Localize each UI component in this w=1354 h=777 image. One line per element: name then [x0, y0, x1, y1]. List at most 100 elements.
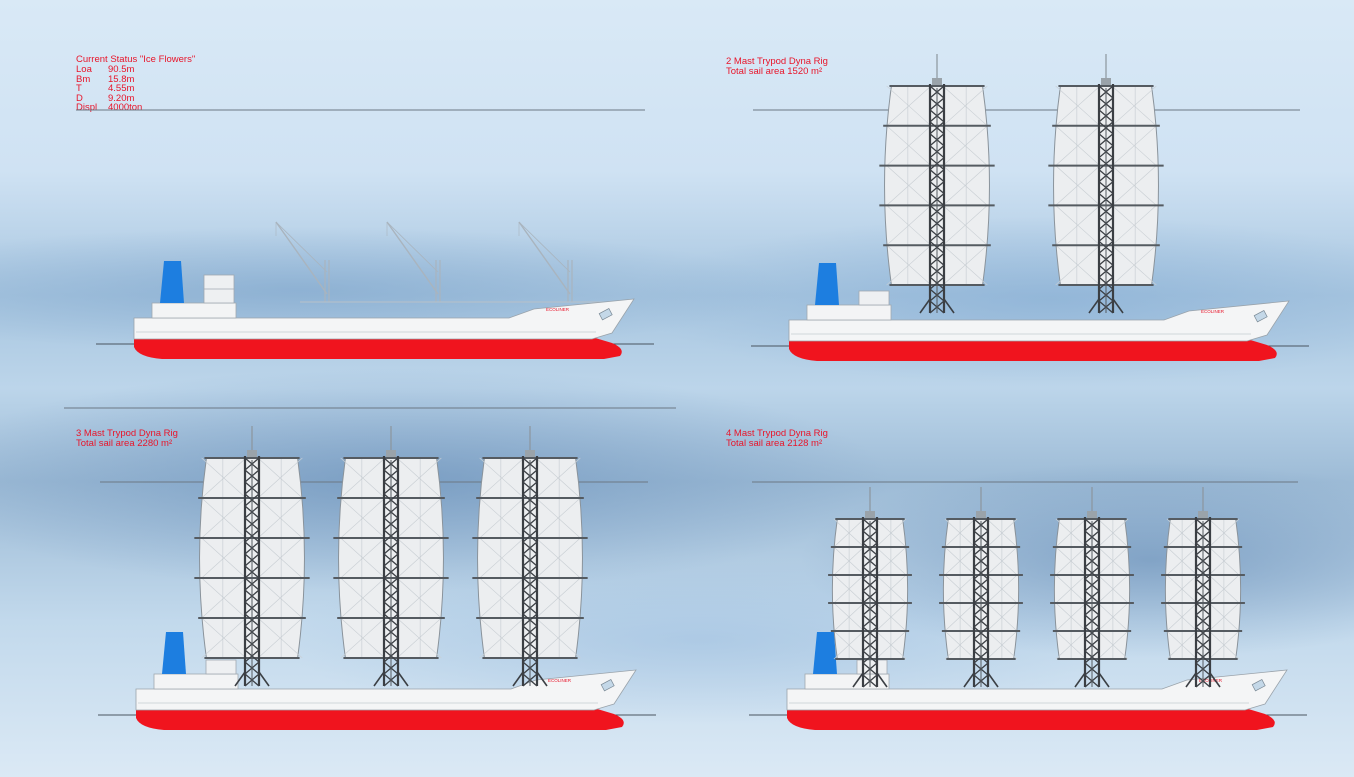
sail-seam — [340, 617, 386, 659]
sail-seam — [535, 457, 581, 499]
bow-window — [1253, 310, 1268, 323]
crane-jib — [386, 221, 439, 295]
ship: ECOLINER — [98, 632, 656, 730]
sail — [1048, 54, 1164, 314]
bow-window — [1251, 679, 1266, 692]
sail-seam — [396, 577, 442, 619]
sail — [194, 426, 310, 687]
panel-four-mast: ECOLINER — [749, 487, 1307, 730]
ship: ECOLINER — [751, 263, 1309, 361]
bridge-block — [205, 659, 237, 675]
crane — [386, 221, 441, 302]
tripod-foot — [852, 672, 864, 688]
sail-seam — [396, 457, 442, 499]
panel-two-mast: ECOLINER — [751, 54, 1309, 361]
sail-seam — [1055, 244, 1101, 286]
sail — [472, 426, 588, 687]
sail-seam — [479, 537, 525, 579]
mast-cap — [1087, 511, 1097, 519]
tripod-foot — [919, 298, 931, 314]
panel-three-mast: ECOLINER — [98, 426, 656, 730]
panel-2-subtitle: Total sail area 1520 m² — [726, 66, 823, 77]
ship-name-label: ECOLINER — [1201, 309, 1225, 314]
crane-jib — [275, 221, 328, 295]
panel-3-title: 3 Mast Trypod Dyna Rig — [76, 428, 178, 439]
sail-seam — [942, 85, 988, 127]
hull-lower — [136, 708, 624, 730]
sail-seam — [1111, 125, 1157, 166]
sail-seam — [201, 577, 247, 619]
superstructure-base — [806, 304, 892, 321]
sail-seam — [1111, 85, 1157, 127]
sail-seam — [479, 577, 525, 619]
tripod-foot — [963, 672, 975, 688]
hull-upper — [788, 300, 1290, 342]
tripod-foot — [1098, 672, 1110, 688]
tripod-foot — [987, 672, 999, 688]
hull-lower — [787, 708, 1275, 730]
ship: ECOLINER — [96, 261, 654, 359]
mast-cap — [932, 78, 942, 86]
ship: ECOLINER — [749, 632, 1307, 730]
sail-seam — [886, 85, 932, 127]
sail-seam — [886, 125, 932, 166]
sail-seam — [535, 577, 581, 619]
sail-seam — [942, 205, 988, 246]
sail-seam — [942, 244, 988, 286]
funnel — [162, 632, 186, 674]
sail — [1161, 487, 1245, 688]
sail-seam — [201, 617, 247, 659]
sail-seam — [942, 165, 988, 206]
sail-seam — [886, 244, 932, 286]
sail-seam — [535, 537, 581, 579]
sail-seam — [479, 457, 525, 499]
sail-seam — [1111, 244, 1157, 286]
sail-seam — [479, 497, 525, 539]
mast-cap — [976, 511, 986, 519]
sail — [1050, 487, 1134, 688]
tripod-foot — [876, 672, 888, 688]
hull-upper — [135, 669, 637, 711]
hull-lower — [134, 337, 622, 359]
hull-lower — [789, 339, 1277, 361]
sail-seam — [340, 457, 386, 499]
crane-jib — [275, 221, 328, 273]
crane-jib — [518, 221, 571, 273]
sail-seam — [942, 125, 988, 166]
sail-seam — [1111, 205, 1157, 246]
sail-seam — [1055, 205, 1101, 246]
sail — [939, 487, 1023, 688]
crane — [518, 221, 573, 302]
tripod-foot — [1209, 672, 1221, 688]
sail — [879, 54, 995, 314]
superstructure-base — [804, 673, 890, 690]
mast-cap — [1101, 78, 1111, 86]
bow-window — [600, 679, 615, 692]
tripod-foot — [373, 671, 385, 687]
tripod-foot — [1088, 298, 1100, 314]
tripod-foot — [397, 671, 409, 687]
hull-upper — [786, 669, 1288, 711]
sail-seam — [257, 537, 303, 579]
sail-seam — [201, 537, 247, 579]
sail-seam — [201, 497, 247, 539]
panel-2-title: 2 Mast Trypod Dyna Rig — [726, 56, 828, 67]
superstructure-base — [151, 302, 237, 319]
sail-seam — [396, 617, 442, 659]
funnel — [813, 632, 837, 674]
panel-current-status: ECOLINER — [96, 221, 654, 359]
crane — [275, 221, 330, 302]
tripod-foot — [943, 298, 955, 314]
panel-3-subtitle: Total sail area 2280 m² — [76, 438, 173, 449]
panel-4-subtitle: Total sail area 2128 m² — [726, 438, 823, 449]
panel-4-title: 4 Mast Trypod Dyna Rig — [726, 428, 828, 439]
sail — [828, 487, 912, 688]
sail-seam — [257, 497, 303, 539]
